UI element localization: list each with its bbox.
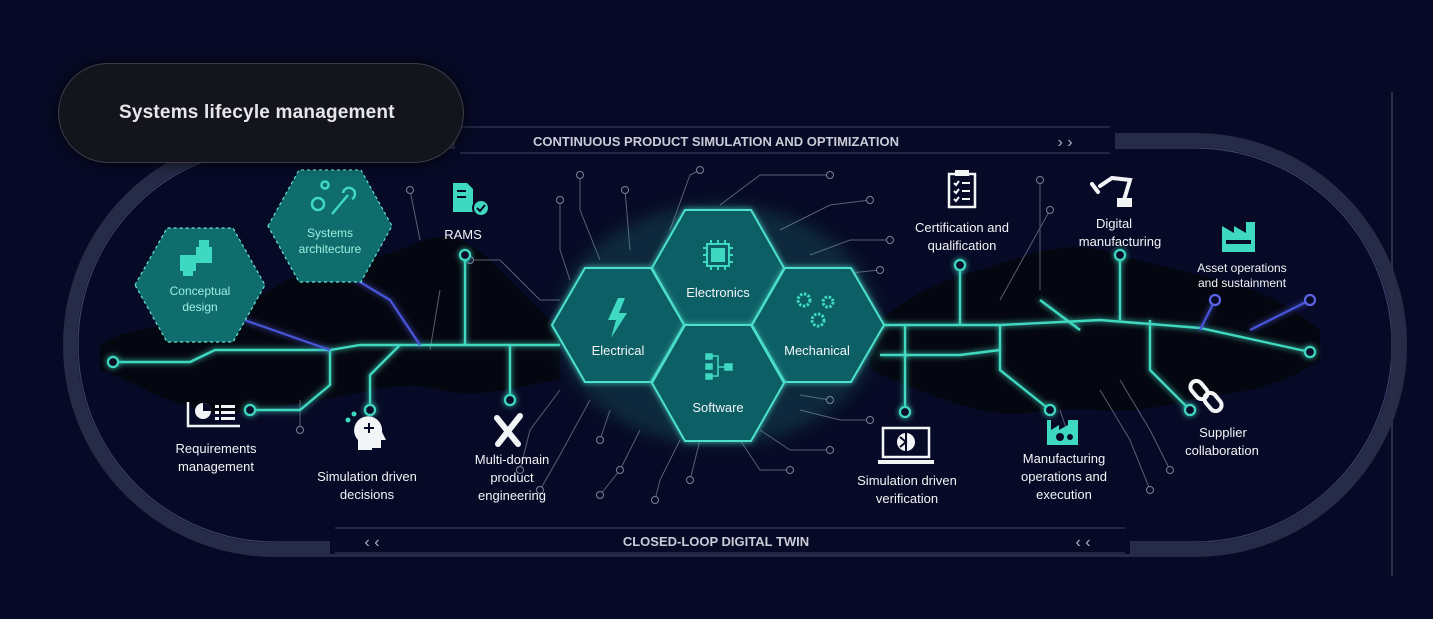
ruler-pencil-icon: [494, 413, 523, 447]
robot-arm-icon: [1090, 175, 1133, 207]
node-requirements-label-1: Requirements: [176, 441, 257, 456]
hex-systems-architecture-label-1: Systems: [307, 226, 353, 240]
chip-icon: [703, 240, 733, 270]
hex-mechanical: Mechanical: [750, 267, 886, 383]
document-check-icon: [453, 183, 490, 217]
title-pill: Systems lifecyle management: [58, 63, 464, 163]
node-digital-mfg-label-1: Digital: [1096, 216, 1132, 231]
top-banner-plate: [455, 127, 1115, 154]
node-digital-manufacturing: Digital manufacturing: [1079, 175, 1161, 249]
factory-gear-icon: [1047, 420, 1078, 445]
factory-icon: [1222, 222, 1255, 252]
node-mfg-ops-label-3: execution: [1036, 487, 1092, 502]
gear-wrench-icon: [310, 180, 357, 215]
node-simulation-driven-decisions: Simulation driven decisions: [317, 411, 417, 502]
node-mfg-ops-label-1: Manufacturing: [1023, 451, 1105, 466]
teal-trace-endpoints: [106, 248, 1317, 419]
lightning-icon: [608, 298, 627, 338]
teal-traces: [113, 255, 1311, 412]
circuit-silhouette: [100, 236, 1320, 414]
node-sim-verification-label-2: verification: [876, 491, 938, 506]
hex-mechanical-label: Mechanical: [784, 343, 850, 358]
node-multi-domain-product-engineering: Multi-domain product engineering: [475, 413, 549, 503]
node-asset-operations: Asset operations and sustainment: [1197, 222, 1287, 290]
node-mfg-ops-label-2: operations and: [1021, 469, 1107, 484]
hex-systems-architecture-label-2: architecture: [299, 242, 362, 256]
node-multidomain-label-3: engineering: [478, 488, 546, 503]
node-supplier-label-2: collaboration: [1185, 443, 1259, 458]
node-certification-label-1: Certification and: [915, 220, 1009, 235]
flowchart-icon: [705, 353, 733, 380]
node-simulation-driven-verification: Simulation driven verification: [857, 426, 957, 506]
node-certification-label-2: qualification: [928, 238, 997, 253]
bottom-banner-arrows-right: ‹ ‹: [1075, 534, 1090, 551]
dashboard-icon: [186, 402, 240, 428]
puzzle-icon: [180, 240, 212, 276]
hex-electrical-label: Electrical: [592, 343, 645, 358]
node-supplier-collaboration: Supplier collaboration: [1185, 378, 1259, 458]
right-divider: [1391, 92, 1393, 576]
gears-icon: [796, 292, 835, 328]
bottom-banner-plate: [330, 527, 1130, 554]
bottom-banner-arrows-left: ‹ ‹: [364, 534, 379, 551]
node-certification-and-qualification: Certification and qualification: [915, 170, 1009, 253]
hex-systems-architecture: Systems architecture: [267, 169, 393, 283]
node-multidomain-label-1: Multi-domain: [475, 452, 549, 467]
node-sim-decisions-label-1: Simulation driven: [317, 469, 417, 484]
monitor-icon: [878, 426, 934, 464]
checklist-icon: [947, 170, 977, 209]
bottom-banner-text: CLOSED-LOOP DIGITAL TWIN: [623, 534, 809, 549]
head-circuit-icon: [345, 411, 386, 450]
node-manufacturing-operations: Manufacturing operations and execution: [1021, 420, 1107, 502]
hex-conceptual-design: Conceptual design: [134, 227, 266, 343]
chain-link-icon: [1188, 378, 1224, 414]
top-banner-arrows: › ›: [1057, 134, 1072, 151]
node-sim-verification-label-1: Simulation driven: [857, 473, 957, 488]
node-asset-ops-label-1: Asset operations: [1197, 261, 1286, 275]
node-multidomain-label-2: product: [490, 470, 534, 485]
node-asset-ops-label-2: and sustainment: [1198, 276, 1287, 290]
node-requirements-label-2: management: [178, 459, 254, 474]
node-digital-mfg-label-2: manufacturing: [1079, 234, 1161, 249]
hex-conceptual-design-label-1: Conceptual: [170, 284, 231, 298]
hex-software-label: Software: [692, 400, 743, 415]
hex-electronics-label: Electronics: [686, 285, 750, 300]
node-rams: RAMS: [444, 183, 490, 242]
node-rams-label: RAMS: [444, 227, 482, 242]
hex-conceptual-design-label-2: design: [182, 300, 217, 314]
circuit-trace-nodes: [296, 166, 1174, 504]
node-requirements-management: Requirements management: [176, 402, 257, 474]
node-sim-decisions-label-2: decisions: [340, 487, 395, 502]
page-title: Systems lifecyle management: [119, 102, 395, 123]
hex-software: Software: [650, 324, 786, 442]
top-banner-text: CONTINUOUS PRODUCT SIMULATION AND OPTIMI…: [533, 134, 899, 149]
node-supplier-label-1: Supplier: [1199, 425, 1247, 440]
